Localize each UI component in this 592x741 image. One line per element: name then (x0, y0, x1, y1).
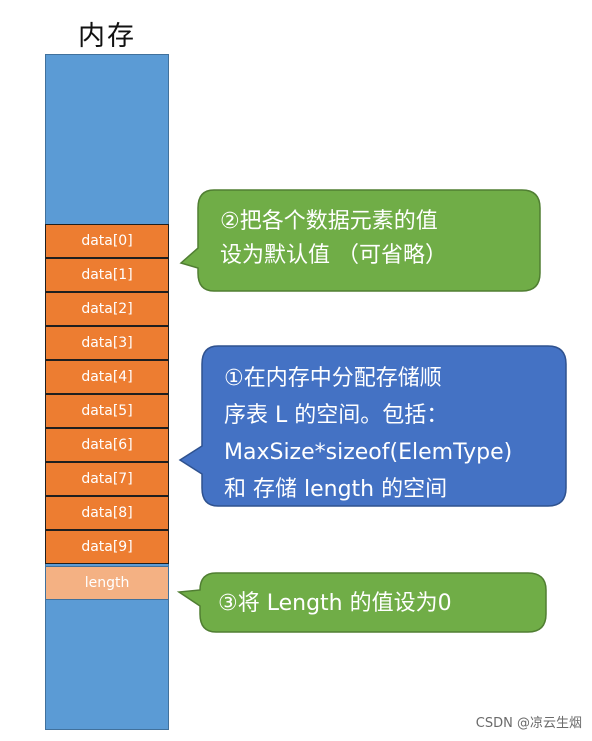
data-cell-9: data[9] (45, 530, 169, 564)
data-cell-0: data[0] (45, 224, 169, 258)
memory-title: 内存 (78, 21, 136, 52)
callout-line: MaxSize*sizeof(ElemType) (224, 440, 513, 465)
callout-line: ①在内存中分配存储顺 (224, 366, 442, 391)
callout-blue-shape (178, 345, 567, 507)
data-cell-7: data[7] (45, 462, 169, 496)
data-cell-6: data[6] (45, 428, 169, 462)
callout-line: 和 存储 length 的空间 (224, 477, 448, 502)
callout-green-top-shape (179, 189, 541, 292)
data-cell-2: data[2] (45, 292, 169, 326)
data-cell-8: data[8] (45, 496, 169, 530)
footer-watermark: CSDN @凉云生烟 (475, 716, 582, 731)
callout-blue-text: ①在内存中分配存储顺 序表 L 的空间。包括： MaxSize*sizeof(E… (224, 360, 512, 508)
callout-green-bottom-text: ③将 Length 的值设为0 (218, 589, 452, 619)
callout-green-bottom-shape (176, 572, 547, 633)
callout-green-top-text: ②把各个数据元素的值 设为默认值 （可省略） (220, 205, 447, 273)
callout-line: ③将 Length 的值设为0 (218, 591, 452, 616)
data-cell-3: data[3] (45, 326, 169, 360)
data-cell-4: data[4] (45, 360, 169, 394)
callout-line: ②把各个数据元素的值 (220, 209, 438, 234)
data-cell-1: data[1] (45, 258, 169, 292)
callout-line: 序表 L 的空间。包括： (224, 403, 449, 428)
length-cell: length (45, 566, 169, 600)
data-cell-5: data[5] (45, 394, 169, 428)
callout-line: 设为默认值 （可省略） (220, 243, 447, 268)
